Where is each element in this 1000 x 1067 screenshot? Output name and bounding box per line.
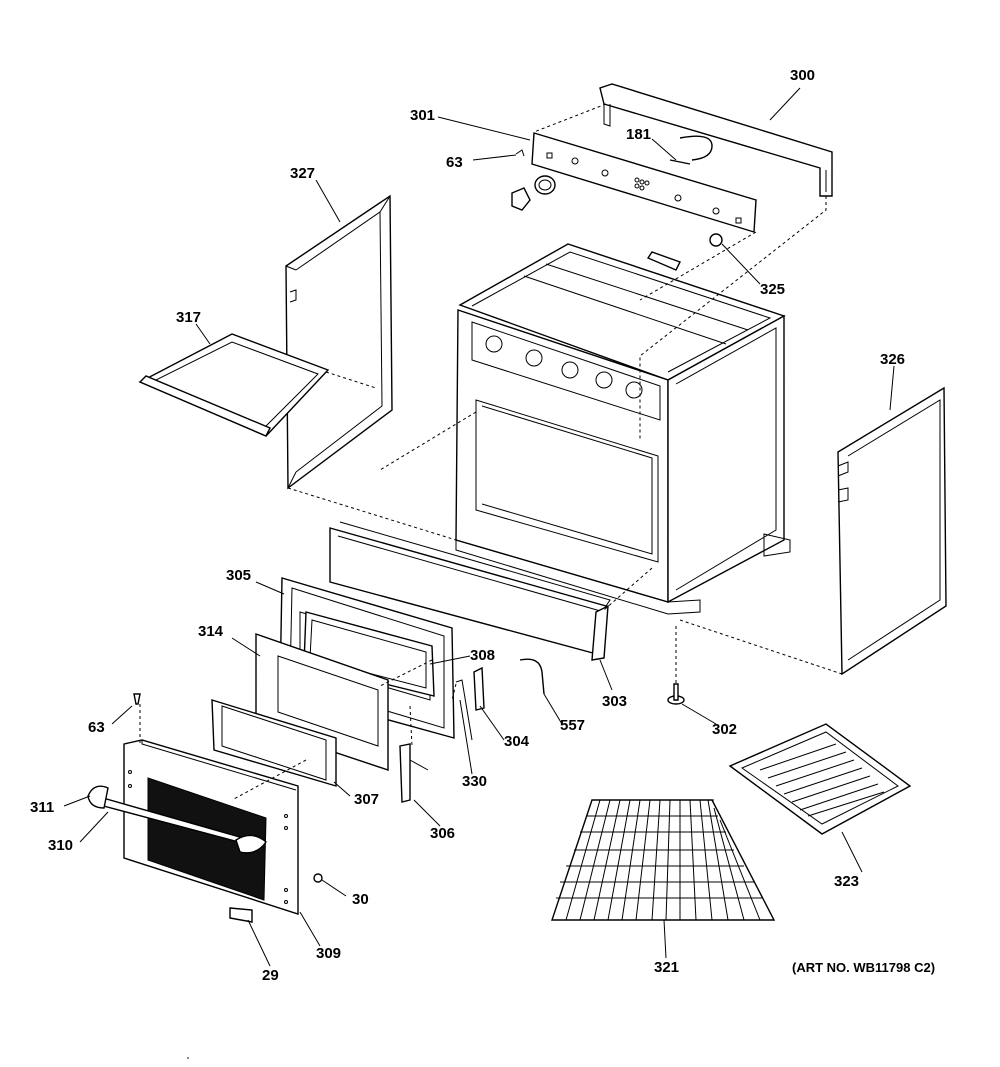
label-321: 321 bbox=[654, 959, 679, 976]
part-181-wire bbox=[669, 135, 713, 165]
label-325: 325 bbox=[760, 281, 785, 298]
part-310-door-handle bbox=[95, 795, 267, 854]
callout-labels: 300 301 181 63 325 327 317 326 305 314 3… bbox=[30, 67, 935, 984]
part-557-gasket bbox=[519, 658, 545, 695]
leader-lines bbox=[63, 87, 895, 967]
label-303: 303 bbox=[602, 693, 627, 710]
label-63-door: 63 bbox=[88, 719, 105, 736]
knob-parts bbox=[511, 175, 723, 247]
part-304-hinge-receiver bbox=[473, 666, 485, 711]
label-314: 314 bbox=[198, 623, 224, 640]
label-307: 307 bbox=[354, 791, 379, 808]
part-30-screw bbox=[313, 873, 323, 883]
part-307-door-liner bbox=[211, 699, 337, 787]
label-327: 327 bbox=[290, 165, 315, 182]
part-29-latch bbox=[229, 907, 253, 923]
label-310: 310 bbox=[48, 837, 73, 854]
label-306: 306 bbox=[430, 825, 455, 842]
label-29: 29 bbox=[262, 967, 279, 984]
part-317-shelf bbox=[138, 333, 330, 437]
part-327-left-side-panel bbox=[285, 194, 393, 490]
oven-body bbox=[455, 243, 791, 615]
part-309-outer-door bbox=[123, 739, 299, 915]
label-304: 304 bbox=[504, 733, 530, 750]
label-308: 308 bbox=[470, 647, 495, 664]
label-30: 30 bbox=[352, 891, 369, 908]
part-301-control-bracket bbox=[531, 132, 757, 233]
label-181: 181 bbox=[626, 126, 651, 143]
part-311-handle-cap bbox=[87, 785, 109, 809]
label-309: 309 bbox=[316, 945, 341, 962]
part-306-door-hinge bbox=[399, 743, 429, 803]
label-323: 323 bbox=[834, 873, 859, 890]
part-63-screw-top bbox=[515, 149, 525, 157]
label-317: 317 bbox=[176, 309, 201, 326]
part-323-broiler-pan bbox=[728, 723, 912, 835]
part-326-right-side-panel bbox=[837, 386, 947, 676]
label-300: 300 bbox=[790, 67, 815, 84]
label-305: 305 bbox=[226, 567, 251, 584]
label-301: 301 bbox=[410, 107, 435, 124]
part-302-leveling-leg bbox=[667, 683, 685, 705]
label-302: 302 bbox=[712, 721, 737, 738]
part-63-screw-door bbox=[133, 693, 141, 705]
label-311: 311 bbox=[30, 799, 54, 816]
label-326: 326 bbox=[880, 351, 905, 368]
alignment-lines bbox=[139, 103, 843, 801]
part-330-hinge-pin bbox=[455, 679, 473, 741]
stray-dot bbox=[187, 1057, 189, 1059]
part-303-vent-trim bbox=[329, 521, 611, 661]
art-number: (ART NO. WB11798 C2) bbox=[792, 960, 935, 975]
part-321-oven-rack bbox=[551, 799, 776, 921]
label-557: 557 bbox=[560, 717, 585, 734]
label-330: 330 bbox=[462, 773, 487, 790]
part-308-window-glass bbox=[303, 611, 435, 697]
label-63-top: 63 bbox=[446, 154, 463, 171]
